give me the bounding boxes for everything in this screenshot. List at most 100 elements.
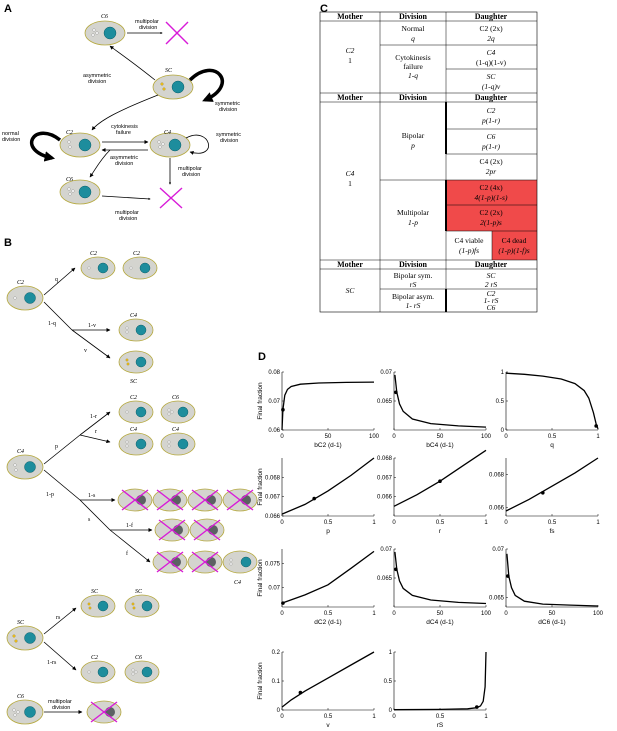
td-c6-b: C6 <box>487 132 496 141</box>
b-daughter-c4: C4 <box>118 312 154 342</box>
b-lbl-c2c: C2 <box>130 395 137 401</box>
td-mother-c2: C2 <box>346 46 355 55</box>
x-axis-label: rS <box>437 722 444 729</box>
label-a-cyto-1b: failure <box>116 130 131 136</box>
y-tick-label: 0 <box>389 708 393 714</box>
y-tick-label: 0.066 <box>265 514 281 520</box>
label-a-sym-2b: division <box>220 138 238 144</box>
b-cell-c4: C4 <box>6 448 44 480</box>
td-mother-c2-val: 1 <box>348 56 352 65</box>
x-tick-label: 0 <box>504 520 508 526</box>
td-sc-d-val: (1-q)v <box>482 82 501 91</box>
x-tick-label: 0 <box>392 611 396 617</box>
td-bipolar: Bipolar <box>402 131 425 140</box>
td-c4-d: C4 <box>487 48 496 57</box>
label-a-mp-2: multipolar <box>178 166 202 172</box>
data-point-marker <box>475 705 479 709</box>
panel-b-label: B <box>4 237 12 249</box>
y-tick-label: 0.06 <box>268 428 280 434</box>
panel-a-diagram: C6 multipolar division SC symmetric divi… <box>2 14 241 222</box>
x-tick-label: 1 <box>596 434 600 440</box>
b-label-1s: 1-s <box>88 493 96 499</box>
b-cell-sc: SC <box>6 620 44 651</box>
th-mother-2: Mother <box>337 93 363 102</box>
x-tick-label: 0 <box>504 611 508 617</box>
x-tick-label: 100 <box>369 434 380 440</box>
data-point-marker <box>312 496 317 501</box>
td-mother-sc: SC <box>346 286 356 295</box>
b-daughter-sc-pair: SC SC <box>80 589 160 618</box>
x-tick-label: 0.5 <box>548 520 557 526</box>
highlight-c2-4x <box>446 180 537 205</box>
y-tick-label: 0.065 <box>489 595 505 601</box>
b-lbl-c4a: C4 <box>130 426 137 433</box>
y-tick-label: 0.1 <box>272 679 281 685</box>
y-tick-label: 0 <box>277 708 281 714</box>
td-rs: rS <box>410 280 417 289</box>
x-tick-label: 0.5 <box>436 714 445 720</box>
x-tick-label: 0 <box>504 434 508 440</box>
td-2rs: 2 rS <box>485 280 498 289</box>
b-label-1q: 1-q <box>48 321 56 327</box>
b-daughter-c2-c6-2: C2 C6 <box>80 655 160 684</box>
data-point-marker <box>394 567 398 572</box>
label-a-multipolar-1b: division <box>139 25 157 31</box>
y-tick-label: 0.065 <box>377 399 393 405</box>
highlight-c4-dead <box>492 231 537 260</box>
b-label-v: v <box>84 348 87 354</box>
series-line <box>281 457 375 515</box>
data-point-marker <box>541 491 545 495</box>
series-line <box>281 651 375 708</box>
label-a-mp-2b: division <box>182 172 200 178</box>
x-tick-label: 1 <box>372 520 376 526</box>
td-c2-2x-b-val: 2(1-p)s <box>480 218 502 227</box>
b-label-1r: 1-r <box>90 414 97 420</box>
y-tick-label: 0.07 <box>380 547 392 553</box>
td-1q: 1-q <box>408 71 418 80</box>
td-c2-a-val: 1- rS <box>484 296 499 305</box>
td-normal: Normal <box>402 24 425 33</box>
b-lbl-c4b: C4 <box>172 426 179 433</box>
x-axis-label: dC6 (d-1) <box>538 619 565 626</box>
series-line <box>506 553 599 607</box>
y-tick-label: 0.067 <box>265 495 281 501</box>
td-c4-viable-val: (1-p)fs <box>459 246 479 255</box>
td-c2-4x: C2 (4x) <box>479 183 503 192</box>
x-tick-label: 1 <box>484 520 488 526</box>
series-line <box>393 651 487 711</box>
label-sc: SC <box>165 68 173 74</box>
td-c2-4x-val: 4(1-p)(1-s) <box>475 193 508 202</box>
y-tick-label: 0.07 <box>268 399 280 405</box>
label-a-asym-2b: division <box>115 161 133 167</box>
b-label-r: r <box>95 429 97 435</box>
y-tick-label: 0.066 <box>377 495 393 501</box>
x-tick-label: 50 <box>549 611 556 617</box>
label-c6-top: C6 <box>101 14 108 20</box>
label-a-cyto-1: cytokinesis <box>111 124 138 130</box>
y-tick-label: 0.068 <box>377 456 393 462</box>
label-c4: C4 <box>164 129 171 136</box>
b-dead-c6 <box>86 700 122 724</box>
b-cell-c2: C2 <box>6 280 44 311</box>
td-cyto2: failure <box>403 62 423 71</box>
x-tick-label: 0 <box>280 611 284 617</box>
label-a-normal-1b: division <box>2 137 20 143</box>
b-label-1rs: 1-rs <box>47 660 57 666</box>
td-sc-d: SC <box>487 72 497 81</box>
b-label-c4: C4 <box>17 448 24 455</box>
x-tick-label: 50 <box>437 611 444 617</box>
data-point-marker <box>506 574 510 578</box>
b-label-division: division <box>52 705 70 711</box>
cell-c6-bottom: C6 <box>59 177 101 205</box>
y-tick-label: 0.2 <box>272 650 281 656</box>
label-c6-bottom: C6 <box>66 177 73 183</box>
x-tick-label: 0.5 <box>436 520 445 526</box>
cross-icon <box>159 187 183 209</box>
td-c2-2x-b: C2 (2x) <box>479 208 503 217</box>
